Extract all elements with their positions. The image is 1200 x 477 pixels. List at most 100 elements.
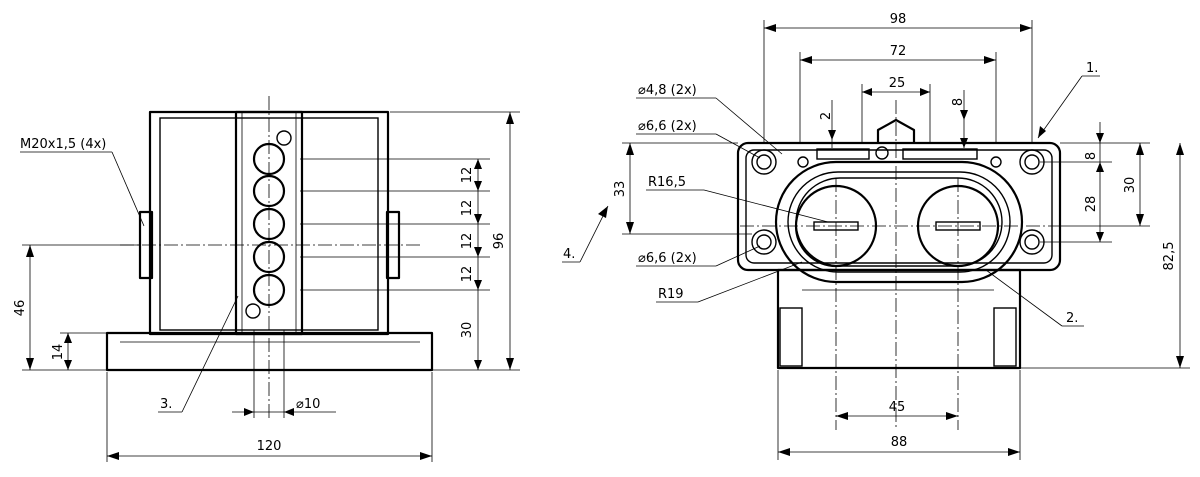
arrow <box>960 110 968 120</box>
arrow <box>920 88 930 96</box>
arrow <box>474 280 482 290</box>
leader <box>1037 75 1083 139</box>
right-hole-tr-inner <box>1024 154 1040 170</box>
right-upper-plate <box>736 141 1062 272</box>
leader <box>715 133 761 159</box>
arrow <box>862 88 872 96</box>
left-view: 120 96 46 14 12 12 12 <box>13 96 520 462</box>
right-hole-bl-inner <box>756 234 772 250</box>
arrow <box>474 181 482 191</box>
thread-callout: M20x1,5 (4x) <box>20 137 106 152</box>
leader <box>703 189 829 223</box>
dim-label-88: 88 <box>891 435 908 450</box>
arrow <box>1136 214 1144 226</box>
arrow <box>244 408 254 416</box>
callout-d66-bottom: ⌀6,6 (2x) <box>638 251 697 266</box>
dim-label-46: 46 <box>13 300 28 317</box>
arrow <box>626 143 634 155</box>
arrow <box>1008 448 1020 456</box>
right-hole-br-inner <box>1024 234 1040 250</box>
callout-d48: ⌀4,8 (2x) <box>638 83 697 98</box>
arrow <box>598 206 608 218</box>
dim-label-14: 14 <box>51 344 66 361</box>
arrow <box>800 56 812 64</box>
right-hole-tl <box>751 149 777 175</box>
dim-label-d10: ⌀10 <box>296 397 320 412</box>
leader <box>715 97 783 155</box>
dim-label-8-top: 8 <box>951 98 966 106</box>
dim-label-pitch-3: 12 <box>460 233 475 250</box>
arrow <box>1096 232 1104 242</box>
arrow <box>474 360 482 370</box>
right-upper-plate-inner <box>745 149 1053 264</box>
leader <box>985 269 1063 327</box>
arrow <box>1020 24 1032 32</box>
dim-label-30: 30 <box>460 322 475 339</box>
arrow <box>107 452 119 460</box>
arrow <box>960 138 968 148</box>
dim-label-pitch-4: 12 <box>460 266 475 283</box>
dim-label-8-right: 8 <box>1084 152 1099 160</box>
callout-r19: R19 <box>658 287 684 302</box>
arrow <box>1136 143 1144 155</box>
dim-label-33: 33 <box>613 181 628 198</box>
dim-label-25: 25 <box>889 76 906 91</box>
left-pin-bottom <box>245 303 261 319</box>
leader <box>715 245 761 267</box>
right-top-slot-left <box>816 148 870 160</box>
dim-label-2: 2 <box>819 112 834 120</box>
right-slot-left <box>779 307 803 367</box>
arrow <box>836 412 848 420</box>
dim-label-98: 98 <box>890 12 907 27</box>
dim-label-72: 72 <box>890 44 907 59</box>
callout-r165: R16,5 <box>648 175 686 190</box>
right-hole-tl-inner <box>756 154 772 170</box>
right-top-screw <box>875 146 889 160</box>
right-top-stub <box>876 118 916 143</box>
right-hole-bl <box>751 229 777 255</box>
arrow <box>1038 126 1046 138</box>
left-base-flange <box>105 331 434 372</box>
arrow <box>474 159 482 169</box>
arrow <box>26 245 34 257</box>
label-2: 2. <box>1066 311 1078 326</box>
leader <box>111 151 145 227</box>
label-1: 1. <box>1086 61 1098 76</box>
leader <box>181 295 239 413</box>
arrow <box>64 360 72 370</box>
right-pin-left <box>797 156 809 168</box>
arrow <box>764 24 776 32</box>
right-pin-right <box>990 156 1002 168</box>
dim-label-96: 96 <box>492 233 507 250</box>
dim-label-pitch-2: 12 <box>460 200 475 217</box>
arrow <box>828 130 836 140</box>
arrow <box>1176 143 1184 155</box>
arrow <box>1176 356 1184 368</box>
dim-label-pitch-1: 12 <box>460 167 475 184</box>
arrow <box>626 222 634 234</box>
right-top-slot-right <box>902 148 978 160</box>
callout-d66-top: ⌀6,6 (2x) <box>638 119 697 134</box>
arrow <box>26 358 34 370</box>
right-slot-right <box>993 307 1017 367</box>
dim-label-82-5: 82,5 <box>1162 242 1177 271</box>
left-pin-top <box>276 130 292 146</box>
arrow <box>64 333 72 343</box>
label-4: 4. <box>563 247 575 262</box>
arrow <box>946 412 958 420</box>
dim-label-120: 120 <box>257 439 282 454</box>
arrow <box>506 358 514 370</box>
arrow <box>506 112 514 124</box>
arrow <box>474 214 482 224</box>
leader <box>697 261 803 303</box>
arrow <box>420 452 432 460</box>
arrow <box>984 56 996 64</box>
dim-label-30: 30 <box>1123 177 1138 194</box>
arrow <box>474 247 482 257</box>
arrow <box>284 408 294 416</box>
right-oval-inner <box>787 171 1011 273</box>
dim-label-45: 45 <box>889 400 906 415</box>
right-lower-body <box>776 268 1022 370</box>
dim-label-28: 28 <box>1084 196 1099 213</box>
right-view: 98 72 25 2 8 8 28 <box>562 12 1190 460</box>
